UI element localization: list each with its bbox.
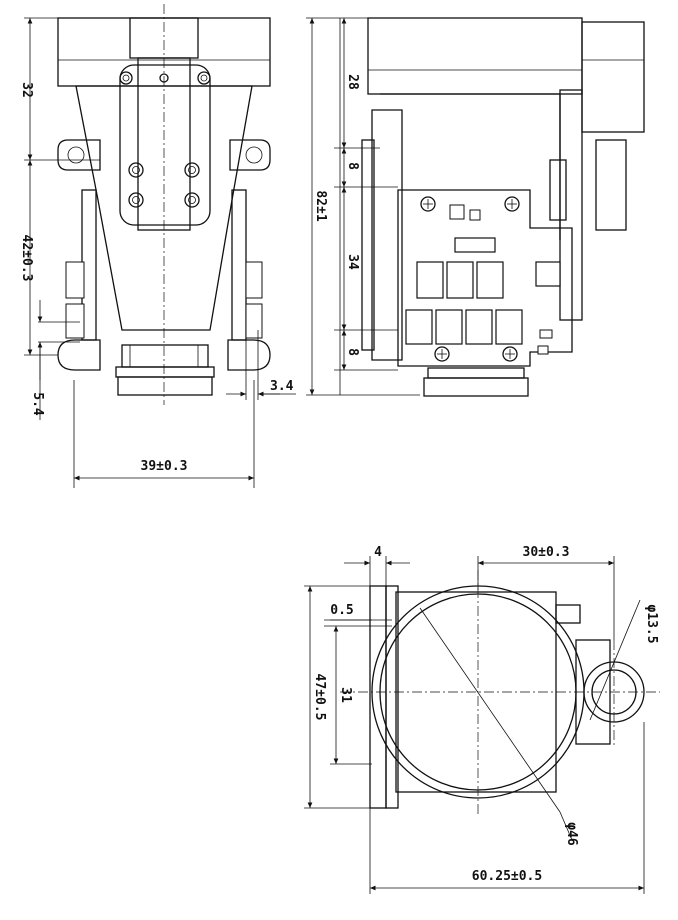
dim-side-34: 34 — [345, 254, 360, 270]
dim-side-8-bottom: 8 — [345, 348, 360, 356]
dim-bottom-60-25: 60.25±0.5 — [472, 869, 542, 884]
dim-bottom-47: 47±0.5 — [312, 674, 327, 721]
front-view — [57, 4, 271, 405]
dim-front-32: 32 — [19, 82, 34, 98]
dim-bottom-phi-13-5: φ13.5 — [644, 604, 659, 643]
dim-side-8-top: 8 — [345, 162, 360, 170]
side-dimension-lines — [306, 17, 420, 396]
dim-front-42: 42±0.3 — [19, 235, 34, 282]
front-dimension-lines — [24, 17, 296, 488]
dim-front-3-4: 3.4 — [270, 379, 294, 394]
bottom-view — [340, 570, 660, 815]
bottom-dimension-lines — [304, 556, 645, 894]
dim-bottom-0-5: 0.5 — [330, 603, 353, 618]
dim-bottom-phi-46: φ46 — [564, 822, 579, 846]
dim-bottom-31: 31 — [338, 687, 353, 703]
dim-bottom-30: 30±0.3 — [523, 545, 570, 560]
dim-front-39: 39±0.3 — [141, 459, 188, 474]
dim-side-28: 28 — [345, 74, 360, 90]
dim-front-5-4: 5.4 — [30, 392, 45, 416]
side-view — [361, 17, 645, 397]
dim-side-82: 82±1 — [313, 190, 328, 221]
dim-bottom-4: 4 — [374, 545, 382, 560]
